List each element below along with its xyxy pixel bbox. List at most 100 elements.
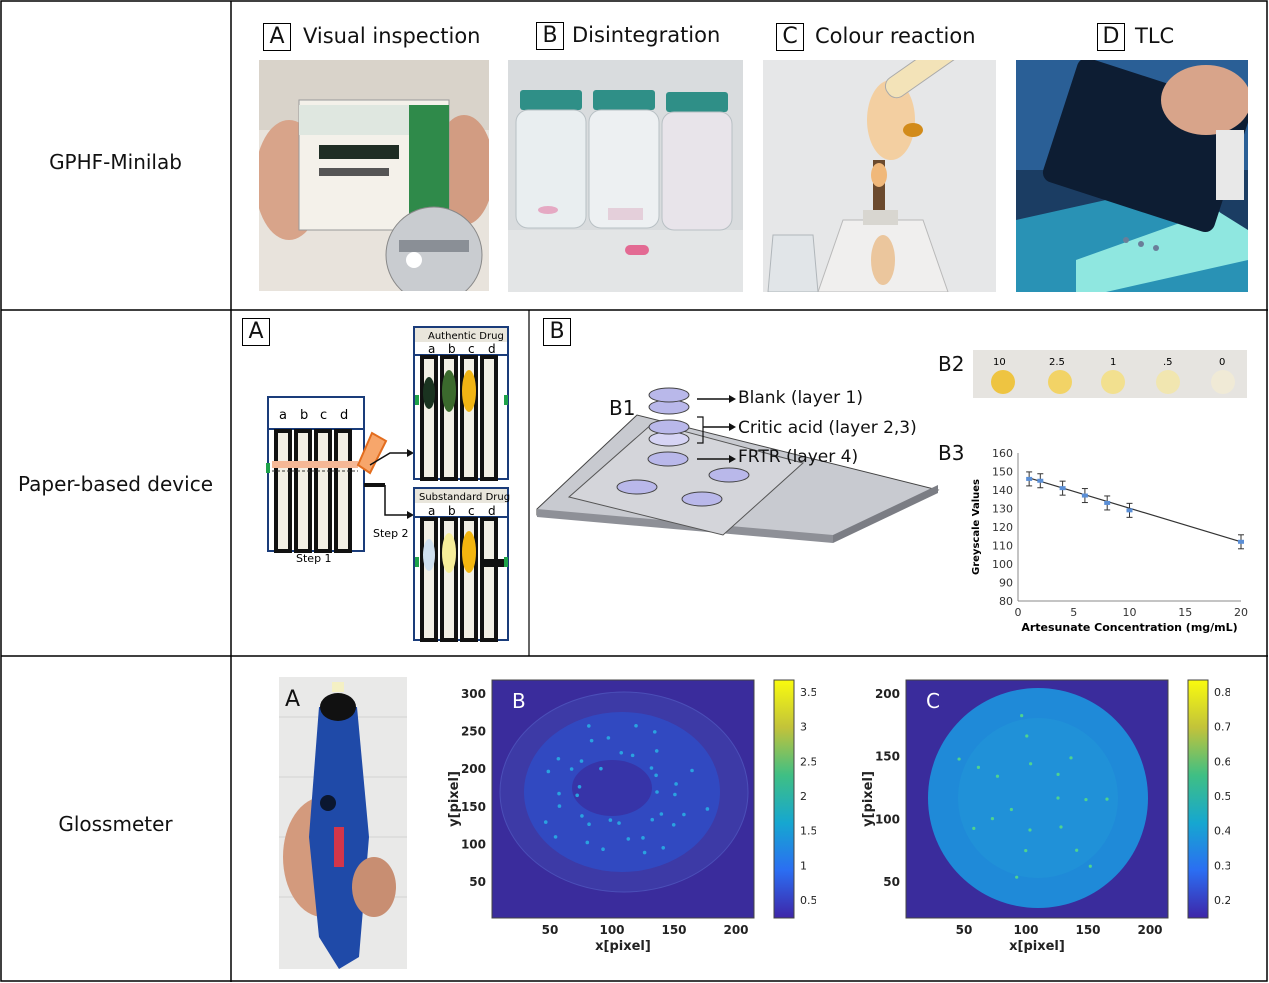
- sub-lane-d: d: [488, 504, 496, 518]
- y-tick-label: 160: [992, 447, 1013, 460]
- visual-inspection-photo: [259, 60, 489, 291]
- minilab-letter-a: A: [263, 23, 291, 51]
- gloss-speck: [1105, 797, 1109, 801]
- x-tick-label: 50: [542, 923, 559, 937]
- strip-label-0: 0: [1219, 357, 1225, 368]
- gloss-speck: [585, 840, 590, 845]
- gloss-speck: [1069, 756, 1073, 760]
- layer-label-3: FRTR (layer 4): [738, 447, 859, 467]
- gloss-speck: [617, 821, 621, 825]
- data-point: [1081, 493, 1088, 498]
- x-tick-label: 100: [599, 923, 624, 937]
- y-axis-label: y[pixel]: [861, 771, 876, 827]
- gloss-speck: [649, 766, 654, 770]
- paper-letter-a: A: [242, 318, 270, 346]
- x-tick-label: 150: [661, 923, 686, 937]
- minilab-title-a: Visual inspection: [303, 24, 481, 48]
- gloss-speck: [553, 835, 558, 839]
- colorbar-tick-label: 3: [800, 721, 807, 734]
- colorbar-tick-label: 0.2: [1214, 894, 1230, 907]
- gloss-speck: [557, 791, 561, 796]
- gloss-speck: [650, 817, 655, 822]
- gloss-speck: [990, 817, 995, 821]
- sub-lane-c: c: [468, 504, 475, 518]
- colorbar-tick-label: 3.5: [800, 686, 816, 699]
- x-tick-label: 100: [1013, 923, 1038, 937]
- gloss-speck: [1056, 772, 1060, 776]
- gloss-speck: [957, 757, 961, 761]
- gloss-speck: [601, 847, 605, 852]
- data-point: [1026, 476, 1033, 481]
- y-tick-label: 200: [875, 687, 900, 701]
- gloss-speck: [972, 826, 976, 830]
- auth-lane-b: b: [448, 342, 456, 356]
- colorbar-tick-label: 0.8: [1214, 686, 1230, 699]
- minilab-letter-b: B: [536, 22, 564, 50]
- gloss-speck: [652, 730, 657, 734]
- y-tick-label: 110: [992, 540, 1013, 553]
- colorbar-tick-label: 0.7: [1214, 721, 1230, 734]
- heatmap-letter: B: [512, 689, 526, 713]
- data-point: [1104, 500, 1111, 505]
- color-intensity-strip: 10 2.5 1 .5 0: [973, 350, 1247, 398]
- colorbar-tick-label: 1.5: [800, 825, 816, 838]
- gloss-speck: [1029, 762, 1033, 766]
- gloss-speck: [682, 812, 686, 817]
- data-point: [1059, 486, 1066, 491]
- gloss-speck: [659, 812, 664, 816]
- tlc-photo: [1016, 60, 1248, 292]
- x-axis-label: x[pixel]: [1009, 939, 1065, 954]
- y-tick-label: 100: [461, 837, 486, 851]
- gloss-speck: [557, 804, 562, 808]
- authentic-drug-label: Authentic Drug: [428, 331, 504, 342]
- gloss-speck: [705, 807, 710, 811]
- gloss-speck: [654, 773, 658, 778]
- gloss-speck: [619, 751, 624, 755]
- colorbar-tick-label: 0.6: [1214, 755, 1230, 768]
- gloss-speck: [690, 768, 694, 773]
- gloss-speck: [674, 782, 678, 786]
- colorbar-tick-label: 0.5: [800, 894, 816, 907]
- y-tick-label: 120: [992, 521, 1013, 534]
- gloss-speck: [630, 753, 635, 758]
- x-tick-label: 10: [1123, 606, 1137, 619]
- x-tick-label: 5: [1070, 606, 1077, 619]
- y-tick-label: 80: [999, 595, 1013, 608]
- label-b1: B1: [609, 396, 636, 420]
- y-tick-label: 130: [992, 503, 1013, 516]
- y-axis-label: Greyscale Values: [971, 479, 982, 575]
- gloss-speck: [587, 822, 591, 826]
- gloss-speck: [1028, 828, 1032, 832]
- gloss-speck: [642, 850, 647, 855]
- minilab-letter-d: D: [1097, 23, 1125, 51]
- disintegration-photo: [508, 60, 743, 292]
- data-point: [1037, 478, 1044, 483]
- gloss-speck: [543, 820, 548, 824]
- inner-region: [958, 718, 1118, 878]
- strip-label-2.5: 2.5: [1049, 357, 1065, 368]
- gloss-speck: [1024, 848, 1028, 853]
- x-tick-label: 0: [1015, 606, 1022, 619]
- minilab-title-b: Disintegration: [572, 23, 721, 47]
- gloss-speck: [995, 774, 1000, 778]
- heatmap-letter: C: [926, 689, 940, 713]
- colorbar-tick-label: 0.5: [1214, 790, 1230, 803]
- x-tick-label: 20: [1234, 606, 1248, 619]
- x-tick-label: 50: [956, 923, 973, 937]
- y-tick-label: 100: [875, 812, 900, 826]
- layer-label-1: Blank (layer 1): [738, 388, 863, 408]
- lane-label-c: c: [320, 408, 327, 423]
- gloss-speck: [1025, 734, 1029, 738]
- x-tick-label: 200: [1137, 923, 1162, 937]
- gloss-speck: [569, 767, 574, 771]
- strip-label-1: 1: [1110, 357, 1116, 368]
- gloss-speck: [608, 818, 613, 822]
- x-tick-label: 200: [723, 923, 748, 937]
- gloss-speck: [655, 790, 659, 794]
- y-tick-label: 150: [875, 750, 900, 764]
- step1-label: Step 1: [296, 552, 332, 565]
- y-axis-label: y[pixel]: [447, 771, 462, 827]
- substandard-drug-label: Substandard Drug: [419, 492, 510, 503]
